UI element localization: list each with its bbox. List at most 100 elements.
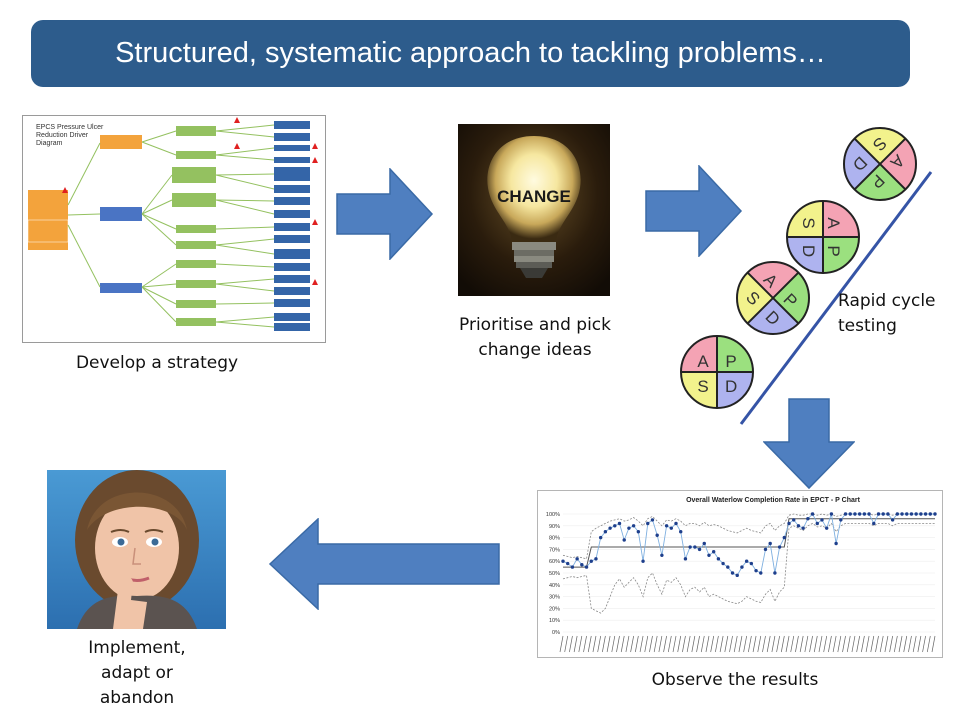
- x-tick-label: [569, 635, 573, 653]
- x-tick-label: [719, 635, 724, 653]
- p-chart-image: Overall Waterlow Completion Rate in EPCT…: [537, 490, 943, 658]
- x-tick-label: [663, 635, 667, 653]
- chart-point: [768, 541, 772, 546]
- x-tick-label: [592, 635, 597, 653]
- x-tick-label: [573, 635, 578, 653]
- x-tick-label: [620, 635, 625, 653]
- chart-point: [905, 512, 909, 516]
- driver-diagram: EPCS Pressure Ulcer Reduction Driver Dia…: [22, 115, 326, 343]
- chart-point: [763, 547, 768, 552]
- x-tick-label: [931, 635, 936, 653]
- x-tick-label: [851, 635, 856, 653]
- chart-point: [613, 524, 617, 528]
- chart-point: [886, 512, 890, 516]
- x-tick-label: [587, 635, 592, 653]
- x-tick-label: [912, 635, 917, 653]
- x-tick-label: [634, 635, 639, 653]
- chart-point: [580, 563, 584, 567]
- p-chart: Overall Waterlow Completion Rate in EPCT…: [537, 490, 943, 658]
- x-tick-label: [837, 635, 842, 653]
- x-tick-label: [639, 635, 644, 653]
- chart-point: [749, 561, 754, 566]
- chart-point: [815, 521, 819, 526]
- x-tick-label: [842, 635, 846, 653]
- pdsa-ramp: A P S D A P S D A P S D: [680, 127, 933, 425]
- x-tick-label: [799, 635, 804, 653]
- step-implement-label: Implement, adapt or abandon: [88, 638, 186, 708]
- title-banner: Structured, systematic approach to tackl…: [31, 20, 910, 87]
- chart-point: [890, 518, 895, 522]
- chart-point: [679, 530, 683, 534]
- chart-point: [641, 559, 645, 563]
- chart-point: [674, 521, 678, 526]
- chart-point: [594, 557, 598, 561]
- y-tick-label: 60%: [549, 559, 560, 565]
- chart-point: [726, 565, 730, 569]
- x-tick-label: [696, 635, 700, 653]
- chart-point: [707, 553, 711, 557]
- chart-point: [820, 518, 824, 522]
- x-tick-label: [771, 635, 776, 653]
- x-tick-label: [715, 635, 719, 653]
- svg-text:Diagram: Diagram: [36, 140, 63, 147]
- x-tick-label: [733, 635, 738, 653]
- x-tick-label: [705, 635, 710, 653]
- x-tick-label: [559, 635, 564, 653]
- y-tick-label: 0%: [552, 630, 560, 636]
- chart-point: [867, 512, 871, 516]
- svg-text:S: S: [799, 217, 818, 228]
- svg-text:Reduction Driver: Reduction Driver: [36, 132, 89, 139]
- chart-point: [589, 559, 593, 563]
- chart-point: [895, 512, 900, 516]
- chart-point: [914, 512, 918, 516]
- step-strategy-label: Develop a strategy: [75, 353, 239, 373]
- x-tick-label: [846, 635, 851, 653]
- arrow-down-icon: [763, 398, 855, 490]
- x-tick-label: [682, 635, 686, 653]
- chart-point: [792, 518, 796, 522]
- x-tick-label: [870, 635, 875, 653]
- x-tick-label: [917, 635, 922, 653]
- chart-point: [876, 512, 881, 516]
- chart-point: [810, 512, 815, 516]
- chart-point: [782, 535, 787, 540]
- x-tick-label: [879, 635, 884, 653]
- pdsa-cycle: A P S D: [843, 127, 917, 201]
- chart-point: [735, 573, 739, 578]
- chart-point: [622, 538, 626, 542]
- x-tick-label: [606, 635, 611, 653]
- chart-point: [660, 553, 664, 557]
- x-tick-label: [677, 635, 682, 653]
- x-tick-label: [686, 635, 691, 653]
- x-tick-label: [649, 635, 653, 653]
- chart-point: [740, 565, 744, 569]
- step-observe-label: Observe the results: [651, 670, 819, 690]
- x-tick-label: [884, 635, 889, 653]
- chart-point: [806, 517, 810, 521]
- x-tick-label: [700, 635, 705, 653]
- pdsa-cycle: A P S D: [680, 335, 754, 409]
- x-tick-label: [903, 635, 908, 653]
- x-tick-label: [583, 635, 587, 653]
- x-tick-label: [752, 635, 757, 653]
- x-tick-label: [729, 635, 733, 653]
- x-tick-label: [710, 635, 715, 653]
- chart-point: [862, 512, 867, 516]
- chart-point: [598, 535, 603, 540]
- x-tick-label: [926, 635, 931, 653]
- chart-point: [796, 524, 801, 528]
- thinking-person-photo: [47, 470, 226, 629]
- chart-point: [843, 512, 848, 516]
- x-tick-label: [738, 635, 743, 653]
- driver-diagram-image: EPCS Pressure Ulcer Reduction Driver Dia…: [22, 115, 326, 343]
- chart-point: [928, 512, 932, 516]
- x-tick-label: [898, 635, 903, 653]
- x-tick-label: [875, 635, 879, 653]
- x-tick-label: [672, 635, 677, 653]
- x-tick-label: [818, 635, 823, 653]
- chart-point: [669, 526, 674, 530]
- arrow-right-icon: [336, 168, 434, 260]
- chart-point: [608, 526, 612, 530]
- chart-point: [721, 561, 725, 566]
- x-tick-label: [667, 635, 672, 653]
